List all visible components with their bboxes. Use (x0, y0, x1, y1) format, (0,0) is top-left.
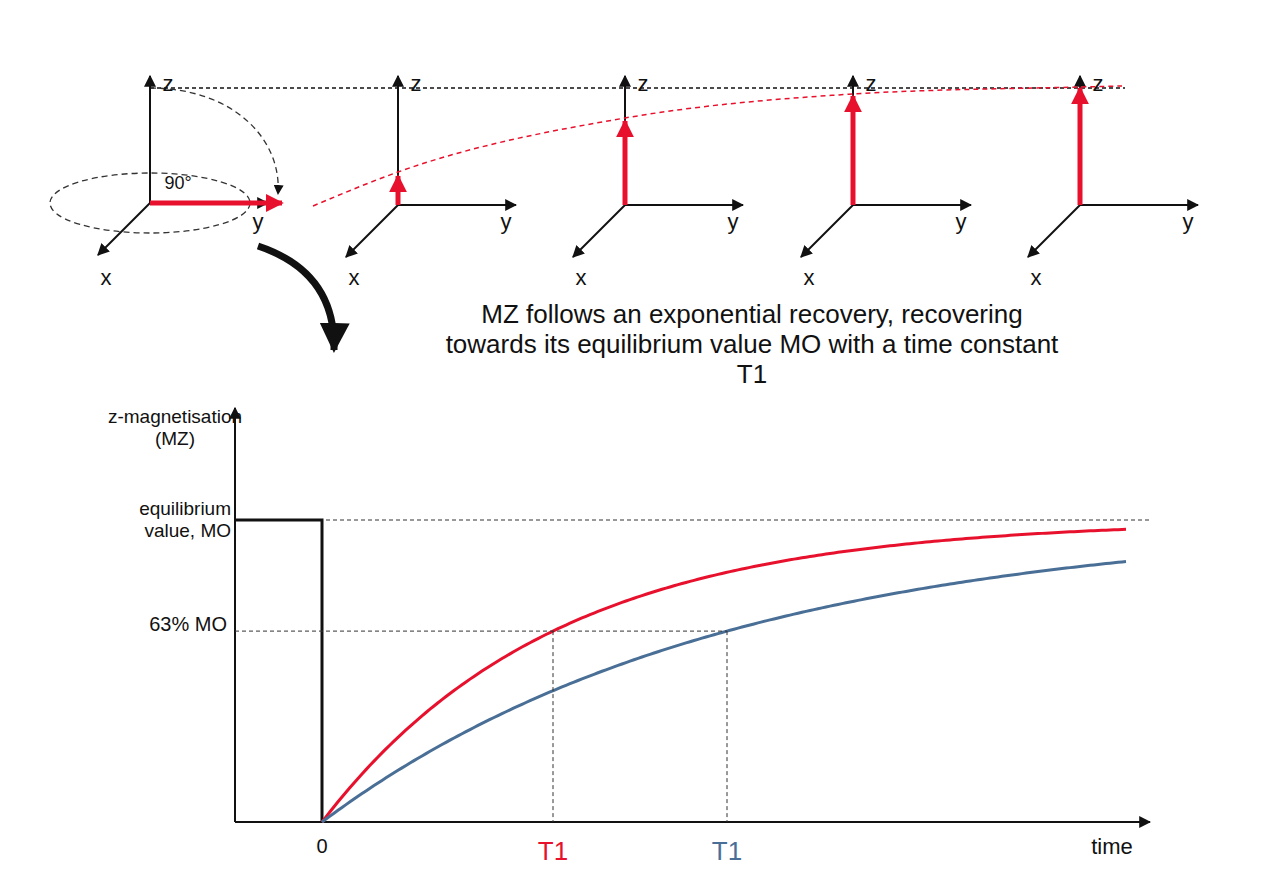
axis-label: x (1031, 265, 1042, 290)
time-constant-label: T1 (538, 837, 568, 867)
flip-arc (150, 88, 278, 194)
time-constant-label: T1 (712, 837, 742, 867)
axis-label: x (576, 265, 587, 290)
axis-set (98, 76, 268, 255)
axis-label: y (501, 209, 512, 234)
axis-set (573, 76, 743, 257)
magnetisation-vector (623, 121, 628, 205)
axis-label: z (411, 71, 422, 96)
axis-label: y (253, 209, 264, 234)
axis-label: z (638, 71, 649, 96)
axis-label: x (804, 265, 815, 290)
pointer-arrow (258, 246, 334, 350)
axis-title: time (1091, 834, 1133, 859)
recovery-trace (313, 86, 1122, 206)
caption-note: MZ follows an exponential recovery, reco… (442, 300, 1062, 390)
tick-label: 0 (316, 835, 327, 858)
axis-label: z (163, 71, 174, 96)
axis-set (1028, 76, 1198, 257)
axis-title: z-magnetisation (MZ) (100, 406, 250, 450)
equilibrium-label: equilibrium value, MO (101, 498, 231, 542)
magnetisation-vector (396, 176, 401, 205)
axis-set (801, 76, 971, 257)
axis-label: z (866, 71, 877, 96)
axis-label: z (1093, 71, 1104, 96)
axis-label: x (349, 265, 360, 290)
magnetisation-vector (150, 201, 282, 206)
axis-label: x (101, 265, 112, 290)
level-label: 63% MO (117, 613, 227, 636)
axis-label: y (1183, 209, 1194, 234)
magnetisation-vector (1078, 88, 1083, 205)
axis-label: y (956, 209, 967, 234)
angle-label: 90° (164, 173, 191, 194)
axis-label: y (728, 209, 739, 234)
axis-set (346, 76, 516, 257)
magnetisation-vector (851, 96, 856, 205)
recovery-graph (235, 408, 1150, 822)
